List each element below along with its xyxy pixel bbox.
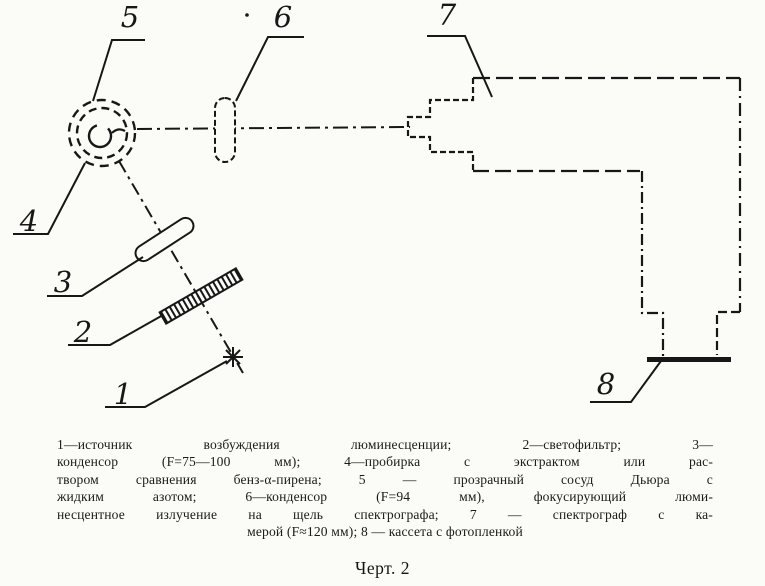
caption-line-4: жидким азотом; 6—конденсор (F=94 мм), фо… [57, 489, 713, 505]
label-6: 6 [274, 0, 292, 34]
spectrograph-slit-steps [406, 78, 475, 171]
caption-line-1: 1—источник возбуждения люминесценции; 2—… [57, 437, 713, 452]
label-1: 1 [114, 377, 132, 411]
figure-number: Черт. 2 [355, 558, 410, 578]
dewar-outer-wall [67, 98, 137, 168]
excitation-source-star [223, 347, 243, 367]
spectrograph-outline [406, 76, 742, 357]
label-3: 3 [54, 265, 72, 299]
label-8: 8 [597, 367, 615, 401]
leader-3 [47, 256, 144, 297]
condenser-lens-6 [214, 97, 236, 163]
test-tube-tail [111, 128, 126, 134]
condenser-lens-3 [134, 216, 195, 263]
caption-line-5: несцентное излучение на щель спектрограф… [57, 506, 713, 522]
leader-4 [13, 162, 86, 235]
leader-5 [92, 39, 145, 102]
spectrograph-left-outlet-step [640, 171, 665, 357]
label-7: 7 [438, 0, 457, 32]
caption-line-6: мерой (F≈120 мм); 8 — кассета с фотоплен… [247, 524, 523, 540]
label-4: 4 [19, 204, 38, 238]
leader-2 [68, 314, 164, 346]
leader-lines [13, 35, 662, 408]
optical-axis-horizontal [136, 126, 411, 130]
caption-line-3: твором сравнения бенз-α-пирена; 5 — проз… [57, 471, 713, 487]
leader-7 [427, 35, 493, 98]
leader-8 [590, 360, 662, 403]
spectrograph-right-outlet-step [715, 310, 740, 355]
leader-1 [105, 360, 228, 408]
optical-schematic-diagram: 1 2 3 4 5 6 7 8 [13, 0, 742, 411]
ink-speck [245, 13, 249, 17]
light-filter-2 [158, 267, 244, 325]
test-tube-circle [87, 123, 113, 149]
figure-caption: 1—источник возбуждения люминесценции; 2—… [57, 436, 713, 540]
caption-line-2: конденсор (F=75—100 мм); 4—пробирка с эк… [57, 454, 713, 470]
optical-axis-diagonal [118, 160, 244, 374]
dewar-inner-wall [75, 106, 129, 160]
label-5: 5 [121, 0, 139, 34]
label-2: 2 [73, 315, 92, 349]
leader-6 [235, 36, 304, 102]
